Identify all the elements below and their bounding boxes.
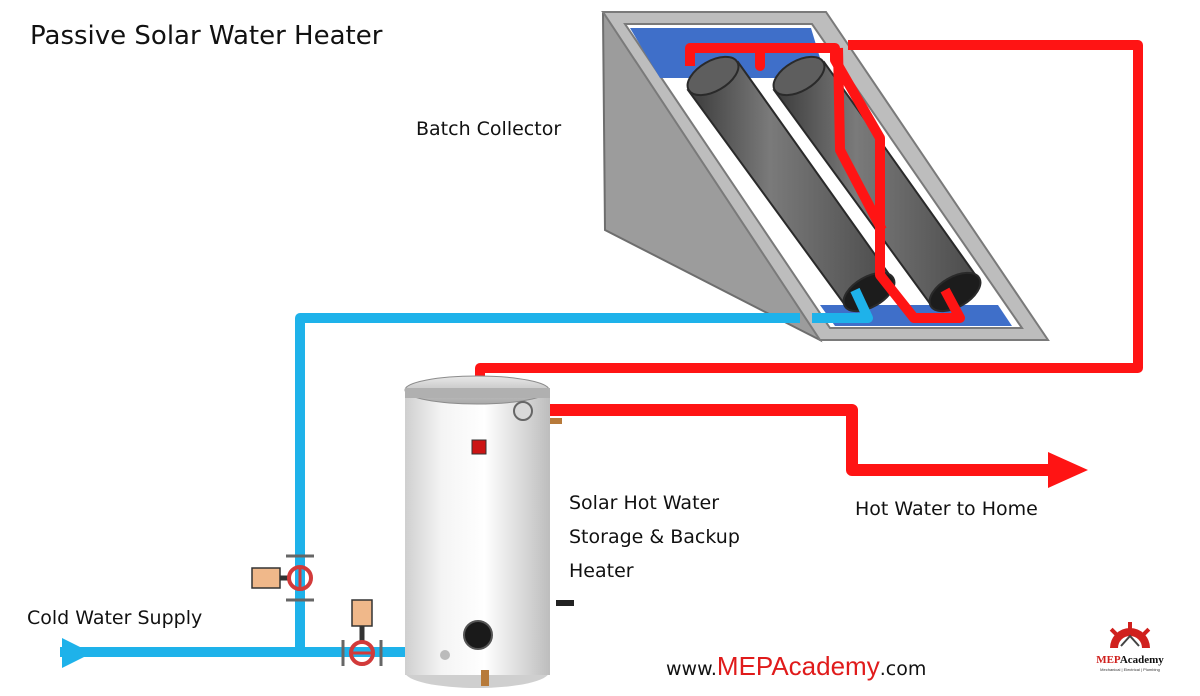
website-url[interactable]: www.MEPAcademy.com [666,648,926,686]
hot-water-arrow-icon [1048,452,1088,488]
collector-cold-inlet [812,287,873,323]
label-storage-tank: Solar Hot Water Storage & Backup Heater [569,492,740,582]
storage-tank [404,375,574,688]
mep-academy-logo-icon [1109,622,1151,648]
label-hot-water: Hot Water to Home [855,498,1038,520]
mep-academy-logo: MEPAcademy Mechanical | Electrical | Plu… [1083,622,1177,672]
diagram-title: Passive Solar Water Heater [30,21,383,51]
tank-outlet-fitting [513,401,533,421]
logo-tagline: Mechanical | Electrical | Plumbing [1100,667,1160,672]
collector-hot-pipe [833,47,887,233]
batch-collector [601,11,1050,343]
hot-water-home-pipe [535,404,1052,476]
label-batch-collector: Batch Collector [416,118,562,140]
url-brand: MEPAcademy [716,651,880,681]
tank-drain-spout [481,670,489,686]
motorized-valve [251,554,314,602]
tank-control-knob-icon [463,620,493,650]
cold-supply-arrow-icon [62,638,92,668]
logo-name-red: MEP [1096,654,1120,666]
logo-name-black: Academy [1119,654,1164,666]
logo-name: MEPAcademy [1083,654,1177,666]
url-suffix: .com [879,658,927,680]
url-prefix: www. [666,658,717,680]
tank-top-rim [405,388,550,398]
motorized-valve [341,599,383,666]
tank-relief-valve [550,418,562,424]
storage-cylinder [686,55,896,313]
tank-label [471,439,487,455]
tank-drain-valve [556,600,574,606]
tank-inlet-fitting [440,650,450,660]
label-cold-water: Cold Water Supply [27,607,203,629]
